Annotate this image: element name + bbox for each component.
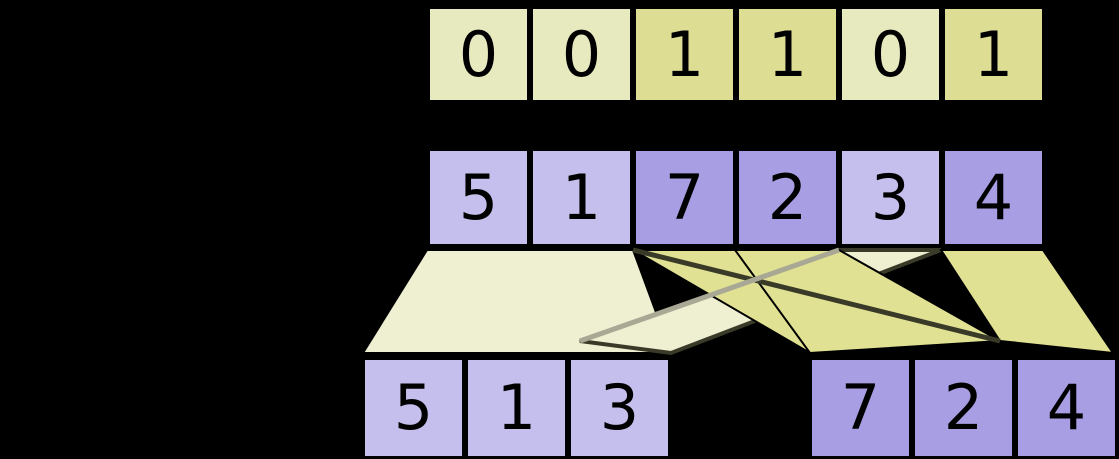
ribbon-mask0-block-a: [361, 249, 673, 354]
output-row-true: 7 2 4: [809, 357, 1118, 459]
ribbon-mask0-block-b: [579, 248, 942, 356]
output-row-false: 5 1 3: [362, 357, 671, 459]
ribbon-mask1-block-b: [733, 249, 1004, 355]
input-cell[interactable]: 5: [427, 148, 530, 247]
mask-cell[interactable]: 1: [736, 6, 839, 103]
mask-cell[interactable]: 0: [839, 6, 942, 103]
ribbon-guide-line-b: [579, 247, 840, 344]
input-cell[interactable]: 7: [633, 148, 736, 247]
output-cell-false[interactable]: 1: [465, 357, 568, 459]
output-cell-false[interactable]: 5: [362, 357, 465, 459]
input-cell[interactable]: 4: [942, 148, 1045, 247]
mask-cell[interactable]: 0: [530, 6, 633, 103]
mask-cell[interactable]: 0: [427, 6, 530, 103]
output-cell-true[interactable]: 4: [1015, 357, 1118, 459]
ribbon-mask1-block-a: [629, 249, 1001, 355]
mask-cell[interactable]: 1: [633, 6, 736, 103]
mask-row: 0 0 1 1 0 1: [427, 6, 1045, 103]
input-cell[interactable]: 2: [736, 148, 839, 247]
output-cell-true[interactable]: 7: [809, 357, 912, 459]
input-cell[interactable]: 3: [839, 148, 942, 247]
output-cell-false[interactable]: 3: [568, 357, 671, 459]
mask-cell[interactable]: 1: [942, 6, 1045, 103]
ribbon-guide-line-a: [632, 247, 1001, 344]
output-cell-true[interactable]: 2: [912, 357, 1015, 459]
input-cell[interactable]: 1: [530, 148, 633, 247]
input-data-row: 5 1 7 2 3 4: [427, 148, 1045, 247]
ribbon-mask1-block-c: [939, 249, 1116, 355]
